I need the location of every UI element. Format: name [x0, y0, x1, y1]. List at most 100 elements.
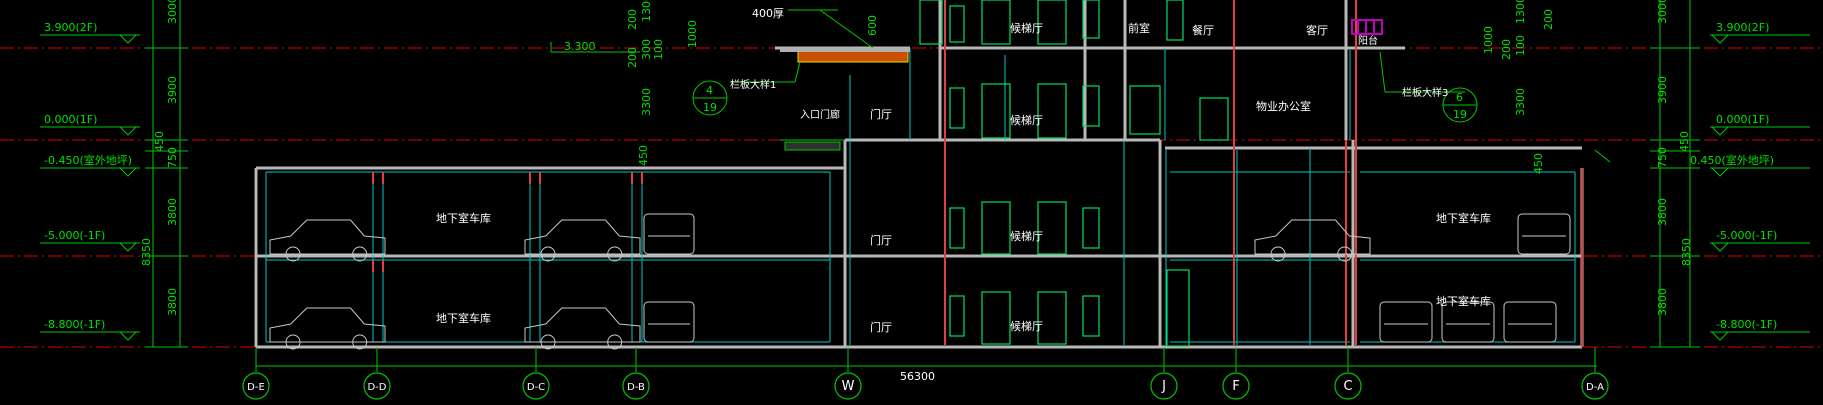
- car-sedan: [524, 219, 641, 255]
- level-markers-left: [40, 0, 188, 348]
- ref-right-bottom: 19: [1453, 108, 1467, 121]
- axis-label-f: F: [1232, 379, 1239, 394]
- dim-left-2: 450: [153, 131, 166, 152]
- entrance-ramp: [780, 139, 845, 151]
- dim-right-6: 3800: [1656, 288, 1669, 316]
- axis-label-c: C: [1343, 379, 1352, 394]
- room-dining: 餐厅: [1192, 23, 1214, 37]
- dim-right-3: 750: [1656, 147, 1669, 168]
- room-garage-4: 地下室车库: [1436, 294, 1491, 308]
- axis-bubble-d-d: [363, 372, 391, 400]
- car-front: [1441, 301, 1495, 343]
- axis-bubble-d-b: [622, 372, 650, 400]
- room-balcony: 阳台: [1358, 34, 1378, 47]
- section-structure: [254, 0, 1584, 349]
- dim-right-5: 8350: [1680, 238, 1693, 266]
- room-lobby-3: 门厅: [870, 320, 892, 334]
- level-markers-right: [1650, 0, 1810, 348]
- callout-leaders: [550, 9, 1611, 163]
- dim-mid-left-7: 450: [637, 145, 650, 166]
- axis-bubble-c: [1334, 372, 1362, 400]
- car-front: [643, 213, 695, 255]
- car-sedan: [524, 307, 641, 343]
- level-left-1: 0.000(1F): [44, 113, 97, 126]
- dim-right-0: 3000: [1656, 0, 1669, 24]
- car-wheel: [1337, 246, 1353, 262]
- axis-bubble-d-c: [522, 372, 550, 400]
- room-garage-3: 地下室车库: [1436, 211, 1491, 225]
- thickness-note: 400厚: [752, 7, 784, 20]
- canopy-slab: [780, 48, 910, 63]
- room-living: 客厅: [1306, 23, 1328, 37]
- dim-left-5: 8350: [140, 238, 153, 266]
- room-garage-1: 地下室车库: [436, 211, 491, 225]
- level-right-2: 0.450(室外地坪): [1690, 153, 1774, 167]
- car-wheel: [607, 246, 623, 262]
- level-right-3: -5.000(-1F): [1716, 229, 1777, 242]
- level-left-0: 3.900(2F): [44, 21, 97, 34]
- level-right-4: -8.800(-1F): [1716, 318, 1777, 331]
- overall-dim-text: 56300: [900, 370, 935, 383]
- level-right-0: 3.900(2F): [1716, 21, 1769, 34]
- detail-3-label: 栏板大样3: [1402, 86, 1448, 99]
- car-wheel: [1270, 246, 1286, 262]
- room-elevator-hall-4: 候梯厅: [1010, 319, 1043, 333]
- room-lobby-2: 门厅: [870, 233, 892, 247]
- axis-label-j: J: [1161, 379, 1166, 394]
- axis-label-w: W: [842, 379, 855, 394]
- dim-left-6: 3800: [166, 288, 179, 316]
- car-sedan: [1254, 219, 1371, 255]
- car-front: [1517, 213, 1571, 255]
- room-lobby-1: 门厅: [870, 107, 892, 121]
- axis-bubble-d-a: [1581, 372, 1609, 400]
- dim-mid-left-2: 200: [626, 47, 639, 68]
- axis-label-d-d: D-D: [367, 382, 386, 393]
- dim-left-1: 3900: [166, 76, 179, 104]
- balcony-rail: [1351, 19, 1383, 35]
- cars-group: [269, 213, 1571, 350]
- axis-label-d-b: D-B: [627, 382, 645, 393]
- ref-left-top: 4: [706, 84, 713, 97]
- car-wheel: [540, 246, 556, 262]
- car-wheel: [540, 334, 556, 350]
- room-entrance: 入口门廊: [800, 108, 840, 121]
- dim-mid-left-4: 100: [652, 39, 665, 60]
- dim-right-1: 3900: [1656, 76, 1669, 104]
- dim-mid-left-1: 1300: [640, 0, 653, 22]
- axis-bubble-j: [1150, 372, 1178, 400]
- axis-label-d-c: D-C: [527, 382, 545, 393]
- dim-mid-right-0: 1300: [1514, 0, 1527, 24]
- level-left-4: -8.800(-1F): [44, 318, 105, 331]
- dim-mid-left-3: 300: [640, 39, 653, 60]
- level-right-1: 0.000(1F): [1716, 113, 1769, 126]
- dim-mid-left-6: 3300: [640, 88, 653, 116]
- dim-right-4: 3800: [1656, 198, 1669, 226]
- car-front: [643, 301, 695, 343]
- texts: 3.900(2F) 0.000(1F) -0.450(室外地坪) -5.000(…: [44, 0, 1777, 383]
- columns: [372, 0, 1583, 347]
- car-wheel: [352, 334, 368, 350]
- level-left-2: -0.450(室外地坪): [44, 153, 132, 167]
- car-wheel: [607, 334, 623, 350]
- dim-mid-right-3: 100: [1514, 35, 1527, 56]
- ref-left-bottom: 19: [703, 101, 717, 114]
- interior-lines: [265, 48, 1576, 345]
- dim-mid-left-5: 1000: [686, 20, 699, 48]
- level-3300: 3.300: [564, 40, 596, 53]
- car-sedan: [269, 219, 386, 255]
- detail-1-label: 栏板大样1: [730, 78, 776, 91]
- dim-mid-left-0: 200: [626, 9, 639, 30]
- axis-bubble-w: [834, 372, 862, 400]
- room-elevator-hall-3: 候梯厅: [1010, 229, 1043, 243]
- room-elevator-hall-2: 候梯厅: [1010, 113, 1043, 127]
- dim-left-4: 3800: [166, 198, 179, 226]
- level-left-3: -5.000(-1F): [44, 229, 105, 242]
- dim-mid-right-6: 450: [1532, 153, 1545, 174]
- ref-right-top: 6: [1456, 91, 1463, 104]
- dim-mid-right-5: 3300: [1514, 88, 1527, 116]
- axis-bubble-d-e: [242, 372, 270, 400]
- car-wheel: [352, 246, 368, 262]
- car-wheel: [285, 246, 301, 262]
- room-front: 前室: [1128, 21, 1150, 35]
